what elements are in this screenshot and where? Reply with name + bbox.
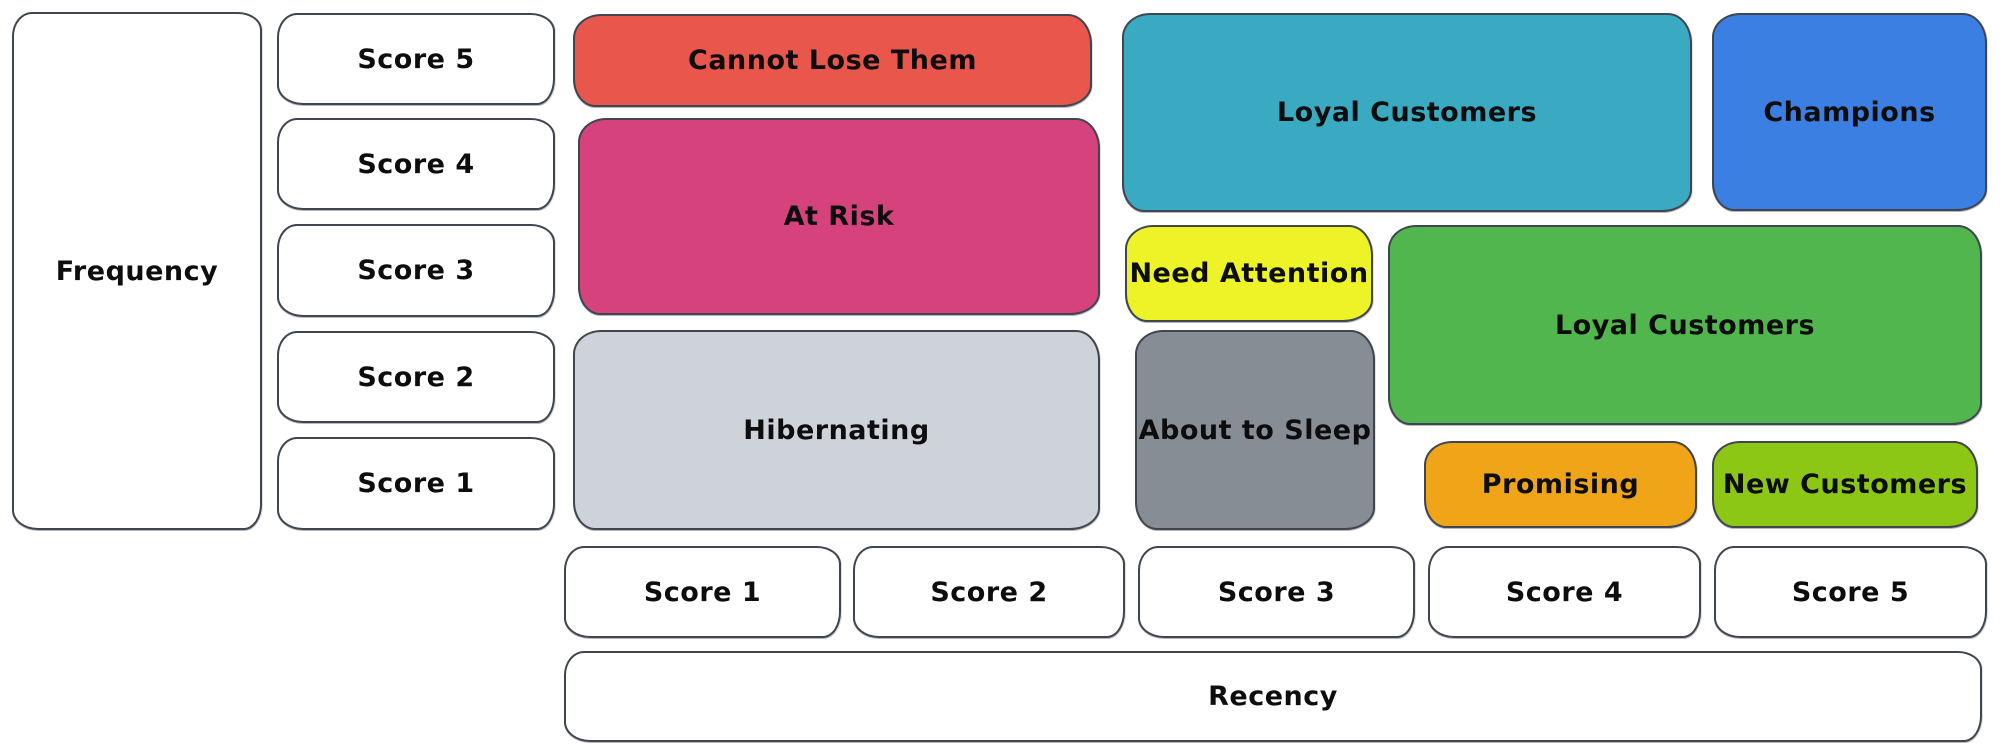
recency-axis-box: Recency bbox=[564, 651, 1982, 742]
segment-loyal-customers-top-label: Loyal Customers bbox=[1276, 97, 1538, 128]
segment-champions: Champions bbox=[1712, 13, 1987, 211]
segment-at-risk: At Risk bbox=[578, 118, 1100, 315]
segment-promising-label: Promising bbox=[1481, 469, 1640, 500]
segment-loyal-customers-mid-label: Loyal Customers bbox=[1554, 309, 1816, 341]
segment-loyal-customers-top: Loyal Customers bbox=[1122, 13, 1692, 212]
frequency-axis-label: Frequency bbox=[55, 255, 219, 287]
recency-score-5-box: Score 5 bbox=[1714, 546, 1987, 638]
segment-hibernating-label: Hibernating bbox=[743, 414, 930, 446]
frequency-score-4-label: Score 4 bbox=[357, 148, 475, 180]
recency-score-3-label: Score 3 bbox=[1217, 576, 1336, 608]
segment-about-to-sleep: About to Sleep bbox=[1135, 330, 1375, 530]
segment-hibernating: Hibernating bbox=[573, 330, 1100, 530]
frequency-score-4-box: Score 4 bbox=[277, 118, 555, 210]
recency-axis-label: Recency bbox=[1208, 681, 1338, 712]
frequency-score-1-box: Score 1 bbox=[277, 437, 555, 530]
segment-at-risk-label: At Risk bbox=[783, 201, 895, 232]
frequency-score-5-box: Score 5 bbox=[277, 13, 555, 105]
recency-score-2-box: Score 2 bbox=[853, 546, 1125, 638]
recency-score-1-label: Score 1 bbox=[643, 576, 762, 608]
recency-score-4-box: Score 4 bbox=[1428, 546, 1701, 638]
recency-score-5-label: Score 5 bbox=[1791, 576, 1910, 608]
segment-loyal-customers-mid: Loyal Customers bbox=[1388, 225, 1982, 425]
frequency-score-5-label: Score 5 bbox=[357, 43, 475, 75]
frequency-score-2-label: Score 2 bbox=[357, 361, 475, 393]
segment-cannot-lose-them-label: Cannot Lose Them bbox=[688, 45, 977, 76]
segment-new-customers-label: New Customers bbox=[1722, 469, 1968, 500]
frequency-score-2-box: Score 2 bbox=[277, 331, 555, 423]
frequency-axis-box: Frequency bbox=[12, 12, 262, 530]
frequency-score-3-box: Score 3 bbox=[277, 224, 555, 317]
segment-promising: Promising bbox=[1424, 441, 1697, 528]
segment-new-customers: New Customers bbox=[1712, 441, 1978, 528]
segment-need-attention: Need Attention bbox=[1125, 225, 1373, 322]
segment-cannot-lose-them: Cannot Lose Them bbox=[573, 14, 1092, 107]
recency-score-2-label: Score 2 bbox=[930, 576, 1048, 608]
segment-about-to-sleep-label: About to Sleep bbox=[1138, 414, 1372, 446]
frequency-score-1-label: Score 1 bbox=[357, 468, 475, 499]
recency-score-3-box: Score 3 bbox=[1138, 546, 1415, 638]
segment-need-attention-label: Need Attention bbox=[1129, 258, 1369, 289]
segment-champions-label: Champions bbox=[1763, 96, 1936, 128]
frequency-score-3-label: Score 3 bbox=[357, 255, 475, 286]
recency-score-1-box: Score 1 bbox=[564, 546, 841, 638]
recency-score-4-label: Score 4 bbox=[1505, 576, 1624, 608]
